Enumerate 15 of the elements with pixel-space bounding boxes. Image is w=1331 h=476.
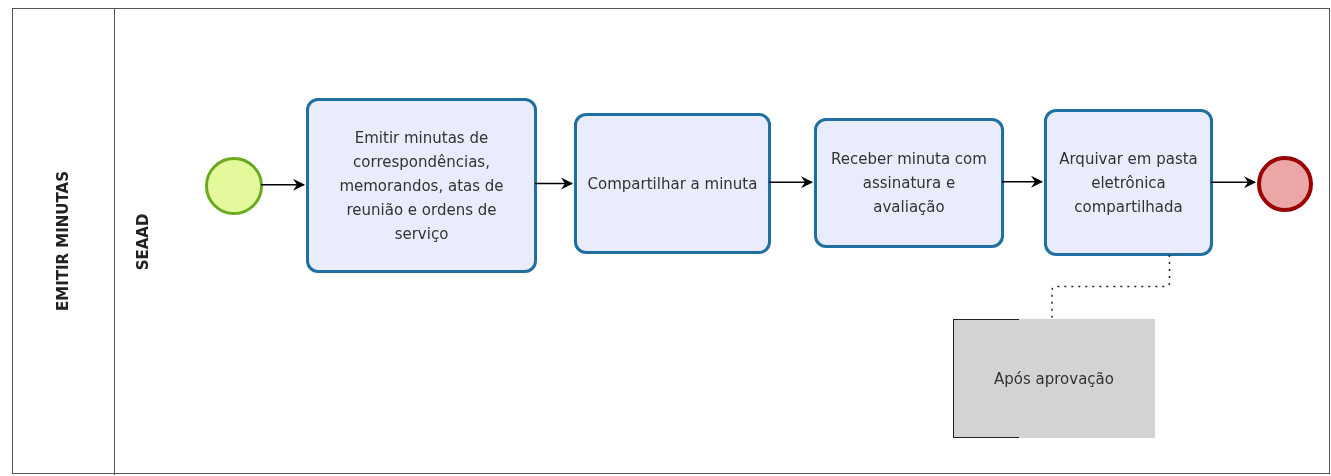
sequence-arrow bbox=[260, 178, 305, 191]
task-box: Receber minuta com assinatura e avaliação bbox=[814, 118, 1004, 248]
task-box: Arquivar em pasta eletrônica compartilhada bbox=[1044, 109, 1213, 256]
sequence-arrow bbox=[534, 177, 573, 190]
annotation-box: Após aprovação bbox=[953, 319, 1155, 438]
sequence-arrow bbox=[1001, 175, 1043, 188]
lane-label: SEAAD bbox=[134, 213, 152, 271]
start-event-circle bbox=[205, 157, 263, 215]
sequence-arrow bbox=[1210, 176, 1256, 189]
association-line bbox=[1051, 254, 1171, 319]
task-box: Emitir minutas de correspondências, memorandos, atas de reunião e ordens de serviço bbox=[306, 98, 537, 273]
sequence-arrow bbox=[768, 176, 813, 189]
pool-label: EMITIR MINUTAS bbox=[54, 170, 72, 312]
end-event-circle bbox=[1257, 156, 1313, 212]
task-box: Compartilhar a minuta bbox=[574, 113, 771, 254]
